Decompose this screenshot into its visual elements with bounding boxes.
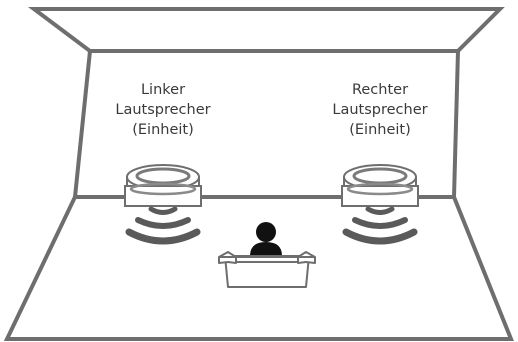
- left-speaker-label-line2: Lautsprecher: [115, 102, 211, 118]
- person-icon: [250, 222, 282, 256]
- speaker-icon: [341, 164, 419, 207]
- speaker-icon: [124, 164, 202, 207]
- right-speaker-label: Rechter Lautsprecher (Einheit): [315, 80, 445, 140]
- room-outline: [3, 7, 514, 341]
- right-speaker-label-line2: Lautsprecher: [332, 102, 428, 118]
- left-speaker-label: Linker Lautsprecher (Einheit): [98, 80, 228, 140]
- right-speaker: [341, 164, 419, 245]
- listener: [218, 222, 316, 288]
- right-speaker-label-line1: Rechter: [351, 82, 409, 98]
- sound-wave-icon: [342, 206, 418, 245]
- left-speaker-label-line3: (Einheit): [132, 122, 194, 138]
- left-speaker-label-line1: Linker: [140, 82, 186, 98]
- sofa-icon: [218, 251, 316, 288]
- right-speaker-label-line3: (Einheit): [349, 122, 411, 138]
- room-outer-frame: [3, 7, 514, 341]
- left-speaker: [124, 164, 202, 245]
- sound-wave-icon: [125, 206, 201, 245]
